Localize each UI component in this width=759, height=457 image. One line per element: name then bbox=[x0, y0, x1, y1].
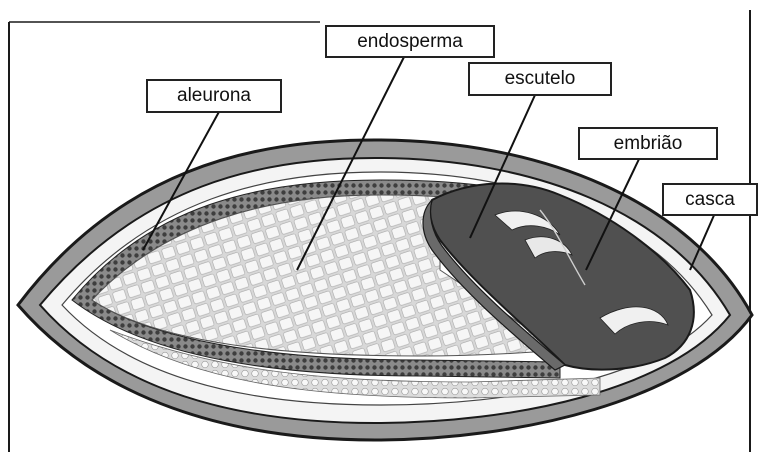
label-escutelo: escutelo bbox=[468, 62, 612, 96]
label-aleurona: aleurona bbox=[146, 79, 282, 113]
label-casca: casca bbox=[662, 183, 758, 216]
label-embriao: embrião bbox=[578, 127, 718, 160]
label-endosperma: endosperma bbox=[325, 25, 495, 58]
